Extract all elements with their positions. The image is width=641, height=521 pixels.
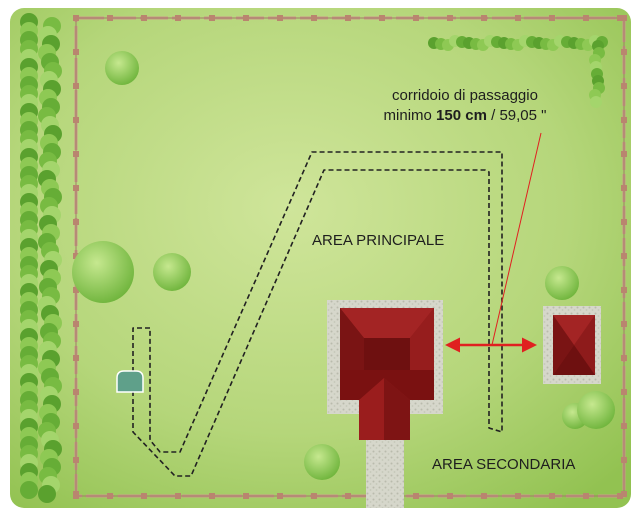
corridor-callout: corridoio di passaggio minimo 150 cm / 5… (350, 86, 580, 126)
gravel-path (366, 438, 404, 508)
charging-station-icon (116, 370, 144, 393)
fence-post (73, 321, 79, 327)
fence-post (209, 493, 215, 499)
fence-post (621, 83, 627, 89)
fence-post (73, 253, 79, 259)
fence-post (617, 15, 623, 21)
fence-post (621, 117, 627, 123)
corridor-callout-line2: minimo 150 cm / 59,05 " (350, 106, 580, 126)
fence-post (621, 49, 627, 55)
fence-post (311, 493, 317, 499)
fence-post (515, 493, 521, 499)
corridor-width-imperial: 59,05 " (499, 107, 547, 124)
fence-post (141, 493, 147, 499)
fence-post (379, 15, 385, 21)
secondary-area-label: AREA SECONDARIA (432, 456, 576, 473)
fence-post (621, 287, 627, 293)
fence-post (73, 49, 79, 55)
fence-post (345, 493, 351, 499)
fence-post (447, 15, 453, 21)
fence-post (621, 253, 627, 259)
fence-post (175, 493, 181, 499)
main-area-label: AREA PRINCIPALE (312, 232, 445, 249)
corridor-min-prefix: minimo (383, 107, 432, 124)
fence-post (447, 493, 453, 499)
fence-post (481, 15, 487, 21)
fence-post (73, 219, 79, 225)
fence-post (73, 423, 79, 429)
fence-post (175, 15, 181, 21)
fence-post (107, 15, 113, 21)
fence-post (73, 117, 79, 123)
tree-icon (72, 51, 615, 480)
fence-post (73, 355, 79, 361)
fence-post (413, 15, 419, 21)
hedge-top-right-icon (428, 35, 608, 108)
fence-post (141, 15, 147, 21)
lawn (10, 8, 631, 508)
fence-post (73, 151, 79, 157)
fence-post (621, 423, 627, 429)
fence-post (209, 15, 215, 21)
fence-post (583, 493, 589, 499)
corridor-leader-line (491, 132, 542, 346)
house-icon (327, 300, 443, 440)
fence-post (515, 15, 521, 21)
fence-post (617, 493, 623, 499)
fence-post (73, 185, 79, 191)
corridor-callout-line1: corridoio di passaggio (392, 87, 538, 104)
fence-post (73, 389, 79, 395)
fence-post (73, 287, 79, 293)
shed-icon (543, 306, 601, 384)
fence-post (621, 219, 627, 225)
fence-post (621, 151, 627, 157)
fence-post (549, 15, 555, 21)
fence-post (277, 15, 283, 21)
fence-post (413, 493, 419, 499)
fence-post (621, 389, 627, 395)
fence-post (243, 493, 249, 499)
hedge-left-icon (20, 13, 62, 503)
fence-posts (73, 15, 627, 499)
fence-post (621, 15, 627, 21)
fence-post (73, 15, 79, 21)
fence-post (107, 493, 113, 499)
fence-post (621, 185, 627, 191)
fence-post (73, 457, 79, 463)
fence-post (243, 15, 249, 21)
fence-post (549, 493, 555, 499)
fence-post (621, 355, 627, 361)
fence-post (73, 491, 79, 497)
fence-post (621, 321, 627, 327)
fence-post (311, 15, 317, 21)
fence-post (277, 493, 283, 499)
boundary-wire (132, 151, 503, 477)
fence-post (481, 493, 487, 499)
fence-post (73, 83, 79, 89)
fence-post (621, 491, 627, 497)
corridor-width-value: 150 cm (436, 107, 487, 124)
fence-post (583, 15, 589, 21)
corridor-separator: / (491, 107, 496, 124)
fence-post (345, 15, 351, 21)
fence-post (621, 457, 627, 463)
